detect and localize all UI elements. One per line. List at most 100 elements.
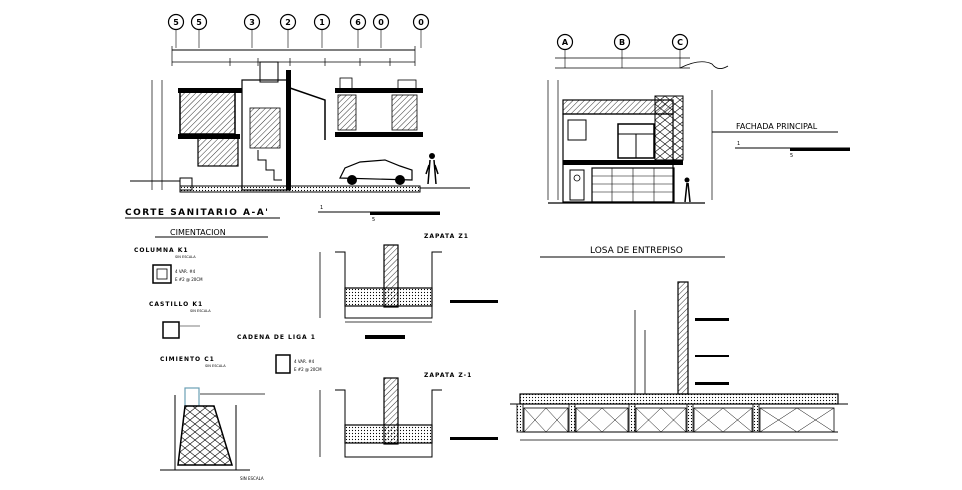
column-scale: SIN ESCALA xyxy=(175,255,196,259)
zapata-2-column xyxy=(383,377,399,445)
section-parapet xyxy=(397,79,417,91)
facade-title: FACHADA PRINCIPAL xyxy=(736,122,818,131)
section-grid-bubble xyxy=(412,13,430,31)
slab-block-brace xyxy=(635,407,662,433)
slab-detail: LOSA DE ENTREPISO xyxy=(510,246,848,441)
cadena-stirrup-note: E #2 @ 20CM xyxy=(294,367,322,372)
section-grid-bubble-label: 0 xyxy=(378,18,384,27)
section-person-body xyxy=(425,159,439,185)
facade-scale-value: 5 xyxy=(790,153,793,159)
foundation-details: CIMENTACION COLUMNA K1 SIN ESCALA 4 VAR.… xyxy=(134,228,498,481)
cimiento-title: CIMIENTO C1 xyxy=(160,356,215,363)
zapata-2-label-bar xyxy=(450,437,498,440)
facade-window-small xyxy=(567,119,587,141)
section-grid-bubble xyxy=(313,13,331,31)
facade-person-body xyxy=(684,182,691,203)
section-roof-slab xyxy=(178,88,242,93)
facade-door-arch xyxy=(573,174,581,182)
facade-door xyxy=(569,169,585,201)
section-vent xyxy=(339,77,353,91)
section-grid-bubble-label: 6 xyxy=(355,18,361,27)
slab-label-bar-2 xyxy=(695,355,729,357)
slab-block-brace xyxy=(722,407,753,433)
slab-block-brace xyxy=(601,407,629,433)
facade-slab xyxy=(563,160,683,165)
cadena-rebar-note: 4 VAR. #4 xyxy=(294,359,315,364)
facade-grid-bubble xyxy=(556,33,574,51)
facade-garage-panels xyxy=(592,168,674,202)
slab-label-bar-1 xyxy=(695,318,729,321)
section-title: CORTE SANITARIO A-A' xyxy=(125,208,269,218)
section-grid-bubble-label: 3 xyxy=(249,18,255,27)
zapata-1-excavation xyxy=(335,251,442,319)
section-slab-right xyxy=(335,88,423,93)
section-car-wheel-front xyxy=(347,175,357,185)
section-grid-bubble xyxy=(167,13,185,31)
facade-scale-block xyxy=(790,148,850,151)
section-grid-bubble-label: 1 xyxy=(319,18,325,27)
section-scale-value: 5 xyxy=(372,217,375,223)
cadena-section xyxy=(275,354,291,374)
section-lower-room xyxy=(197,137,239,167)
section-dimension-ticks xyxy=(171,46,416,66)
cimiento-scale: SIN ESCALA xyxy=(205,364,226,368)
section-grid-bubble xyxy=(372,13,390,31)
facade-grid-bubble xyxy=(613,33,631,51)
section-sloped-roof xyxy=(289,87,326,140)
slab-concrete-topping xyxy=(519,393,839,405)
castillo-title: CASTILLO K1 xyxy=(149,301,203,308)
section-grid-bubble xyxy=(190,13,208,31)
cadena-title: CADENA DE LIGA 1 xyxy=(237,334,316,341)
facade-grid-bubble-label: B xyxy=(619,38,625,47)
section-slab-right-lower xyxy=(335,132,423,137)
facade-stone-cladding xyxy=(654,95,684,161)
slab-block-brace xyxy=(575,407,603,433)
slab-block-brace xyxy=(545,407,569,433)
cimiento-stone-footing xyxy=(177,405,234,466)
slab-joist xyxy=(752,403,760,433)
section-stairs xyxy=(257,150,282,181)
slab-title: LOSA DE ENTREPISO xyxy=(590,246,683,256)
section-grid-bubble-label: 5 xyxy=(196,18,202,27)
foundation-title: CIMENTACION xyxy=(170,228,226,237)
cimiento-chain-beam xyxy=(184,387,200,407)
castillo-scale: SIN ESCALA xyxy=(190,309,211,313)
section-person-head xyxy=(429,153,435,159)
slab-block-brace xyxy=(523,407,547,433)
section-grid-bubble xyxy=(243,13,261,31)
slab-vault-blocks xyxy=(516,403,835,433)
column-stirrup-note: E #2 @ 20CM xyxy=(175,277,203,282)
section-bedroom xyxy=(391,94,418,131)
slab-joist xyxy=(568,403,576,433)
slab-label-bar-3 xyxy=(695,382,729,385)
section-ground-slab xyxy=(179,185,421,193)
section-stair-hatch xyxy=(249,107,281,149)
slab-block-brace xyxy=(796,407,835,433)
slab-joist xyxy=(516,403,524,433)
zapata-1-label-bar xyxy=(450,300,498,303)
section-slab-1 xyxy=(178,134,240,139)
section-bath xyxy=(337,94,357,131)
section-water-tank xyxy=(259,61,279,83)
column-stirrup xyxy=(156,268,168,280)
facade-grid-bubble-label: A xyxy=(562,38,569,47)
facade-tree xyxy=(679,61,729,69)
slab-block xyxy=(523,407,569,433)
section-scale-one: 1 xyxy=(320,205,323,211)
castillo-section xyxy=(162,321,180,339)
section-grid-bubble-label: 2 xyxy=(285,18,291,27)
facade-person-head xyxy=(684,177,690,183)
slab-block-brace xyxy=(693,407,724,433)
zapata-2-excavation xyxy=(335,389,442,458)
section-scale-block xyxy=(370,212,440,215)
section-grid-bubble xyxy=(349,13,367,31)
slab-block xyxy=(635,407,687,433)
column-title: COLUMNA K1 xyxy=(134,247,189,254)
slab-block-brace xyxy=(759,407,798,433)
cadena-label-bar xyxy=(365,335,405,339)
zapata-1-title: ZAPATA Z1 xyxy=(424,233,469,240)
